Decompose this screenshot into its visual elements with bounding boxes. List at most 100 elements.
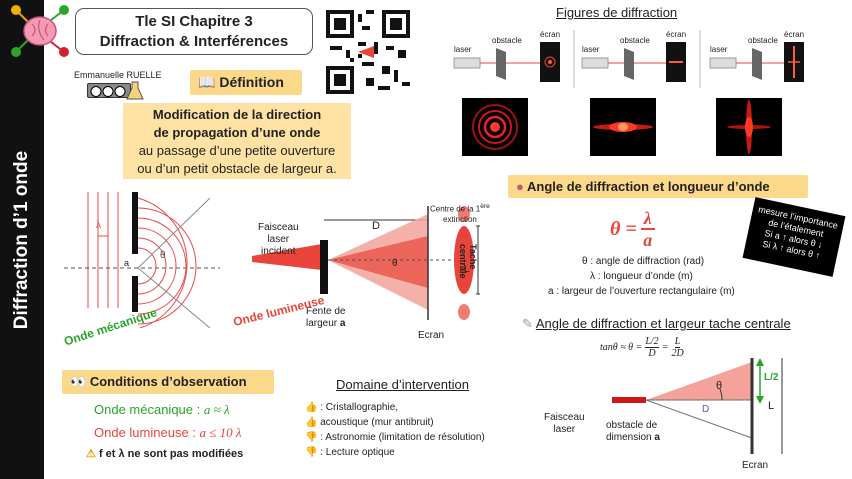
faisceau-line3: incident xyxy=(261,246,296,257)
thumbs-down-icon: 👎 xyxy=(305,432,318,443)
centrale-word: centrale xyxy=(458,244,468,279)
condition-lum: Onde lumineuse : a ≤ 10 λ xyxy=(94,425,242,441)
tache-obstacle-line2: dimension xyxy=(606,432,652,443)
tache-diagram: D θ L/2 L xyxy=(606,358,796,458)
thumbs-down-icon: 👎 xyxy=(305,447,318,458)
laser-label-2: laser xyxy=(582,45,600,54)
setup-1 xyxy=(453,30,575,88)
frac1-num: L/2 xyxy=(645,336,659,348)
domaine-list: 👍 : Cristallographie, 👍 acoustique (mur … xyxy=(305,400,485,460)
mechanical-wave-diagram: λ a θ xyxy=(60,188,220,329)
fente-line1: Fente de xyxy=(306,306,346,317)
faisceau-line1: Faisceau xyxy=(258,222,299,233)
tache-obstacle-a: a xyxy=(654,432,660,443)
domaine-item: 👎 : Lecture optique xyxy=(305,447,395,458)
tache-word: Tache xyxy=(468,244,478,270)
tache-faisceau-label: Faisceau laser xyxy=(544,412,585,436)
condition-meca: Onde mécanique : a ≈ λ xyxy=(94,402,230,418)
warning-text: f et λ ne sont pas modifiées xyxy=(98,448,244,460)
def-lambda: λ : longueur d’onde (m) xyxy=(590,271,693,282)
mech-theta: θ xyxy=(160,250,166,261)
formula-lhs: θ = xyxy=(610,217,637,240)
ecran-label-2: écran xyxy=(666,30,687,39)
lum-label: Onde lumineuse : xyxy=(94,425,196,440)
domaine-item-text: Cristallographie, xyxy=(325,402,399,413)
extinction-label: extinction xyxy=(443,214,477,224)
tache-l: L xyxy=(768,400,775,412)
light-d-label: D xyxy=(372,220,380,232)
fente-label: Fente de largeur a xyxy=(306,306,345,330)
chapter-title: Tle SI Chapitre 3 xyxy=(135,13,253,30)
sidebar-title: Diffraction d’1 onde xyxy=(11,150,32,330)
domaine-item-text: Lecture optique xyxy=(325,447,395,458)
centre-extinction-label: Centre de la 1ère extinction xyxy=(430,202,490,225)
setup-3 xyxy=(709,42,804,82)
qr-code[interactable] xyxy=(326,10,410,94)
sidebar: Diffraction d’1 onde xyxy=(0,0,44,479)
angle-lambda-title: Angle de diffraction et longueur d’onde xyxy=(527,179,770,194)
light-l-label: L xyxy=(464,264,470,275)
definition-line3: au passage d’une petite ouverture xyxy=(138,143,336,158)
mech-lambda: λ xyxy=(96,220,101,231)
chapter-subtitle: Diffraction & Interférences xyxy=(99,33,289,50)
laser-label-1: laser xyxy=(454,45,472,54)
domaine-title: Domaine d’intervention xyxy=(336,377,469,392)
brain-logo xyxy=(4,2,70,60)
faisceau-incident-label: Faisceau laser incident xyxy=(258,222,299,258)
domaine-item-text: Astronomie (limitation de résolution) xyxy=(325,432,485,443)
formula-tan-left: tanθ ≈ θ = xyxy=(600,342,643,353)
angle-tache-title: Angle de diffraction et largeur tache ce… xyxy=(535,316,791,331)
condition-warning: ⚠ f et λ ne sont pas modifiées xyxy=(86,447,243,460)
angle-lambda-defs: θ : angle de diffraction (rad) λ : longu… xyxy=(548,254,735,299)
book-icon: 📖 xyxy=(198,74,216,90)
formula-num: λ xyxy=(640,208,655,230)
tache-ecran-label: Ecran xyxy=(742,460,769,471)
flask-icon xyxy=(124,80,146,102)
tache-d-label: D xyxy=(702,404,710,415)
pattern-horizontal xyxy=(590,98,656,156)
frac2-num: L xyxy=(674,336,681,348)
tache-l2: L/2 xyxy=(764,372,779,383)
etalement-note: mesure l’importance de l’étalement Si a … xyxy=(742,197,846,277)
angle-lambda-tab: ● Angle de diffraction et longueur d’ond… xyxy=(508,175,808,198)
centre-label: Centre de la 1 xyxy=(430,204,481,214)
definition-line2: de propagation d’une onde xyxy=(153,125,321,140)
light-theta: θ xyxy=(392,258,398,269)
meca-relation: a ≈ λ xyxy=(203,402,230,417)
centre-sup: ère xyxy=(480,203,490,210)
faisceau-line2: laser xyxy=(267,234,290,245)
thumbs-up-icon: 👍 xyxy=(305,402,318,413)
definition-tab: 📖 Définition xyxy=(190,70,302,95)
definition-label: Définition xyxy=(219,74,284,90)
warning-icon: ⚠ xyxy=(86,448,96,460)
tache-theta: θ xyxy=(716,380,723,392)
tache-centrale-label: Tache centrale xyxy=(458,244,478,304)
definition-line4: ou d’un petit obstacle de largeur a. xyxy=(137,161,337,176)
fente-a: a xyxy=(339,318,346,329)
domaine-item: 👍 : Cristallographie, xyxy=(305,402,399,413)
pencil-icon: ✎ xyxy=(522,316,533,331)
formula-eq: = xyxy=(661,342,669,353)
laser-label-3: laser xyxy=(710,45,728,54)
tache-obstacle-label: obstacle de dimension a xyxy=(606,420,660,444)
brain-icon: ● xyxy=(516,179,524,194)
obstacle-label-2: obstacle xyxy=(620,36,650,45)
cc-license-badge xyxy=(87,83,131,98)
fente-line2: largeur xyxy=(306,318,338,329)
formula-theta-lambda: θ = λ a xyxy=(610,208,655,250)
light-wave-diagram: D θ L xyxy=(252,200,504,336)
tache-obstacle-line1: obstacle de xyxy=(606,420,658,431)
diffraction-setups: laser obstacle écran laser obstacle écra… xyxy=(448,26,828,92)
pattern-cross xyxy=(716,98,782,156)
pattern-circular xyxy=(462,98,528,156)
formula-tan: tanθ ≈ θ = L/2 D = L 2D xyxy=(600,336,684,359)
domaine-item-text: acoustique (mur antibruit) xyxy=(320,417,434,428)
definition-line1: Modification de la direction xyxy=(152,107,322,122)
conditions-title: Conditions d’observation xyxy=(89,374,247,389)
thumbs-up-icon: 👍 xyxy=(305,417,318,428)
frac1-den: D xyxy=(648,348,656,359)
definition-box: Modification de la direction de propagat… xyxy=(123,103,351,179)
lum-relation: a ≤ 10 λ xyxy=(199,425,242,440)
def-a: a : largeur de l’ouverture rectangulaire… xyxy=(548,286,735,297)
domaine-item: 👍 acoustique (mur antibruit) xyxy=(305,415,485,430)
